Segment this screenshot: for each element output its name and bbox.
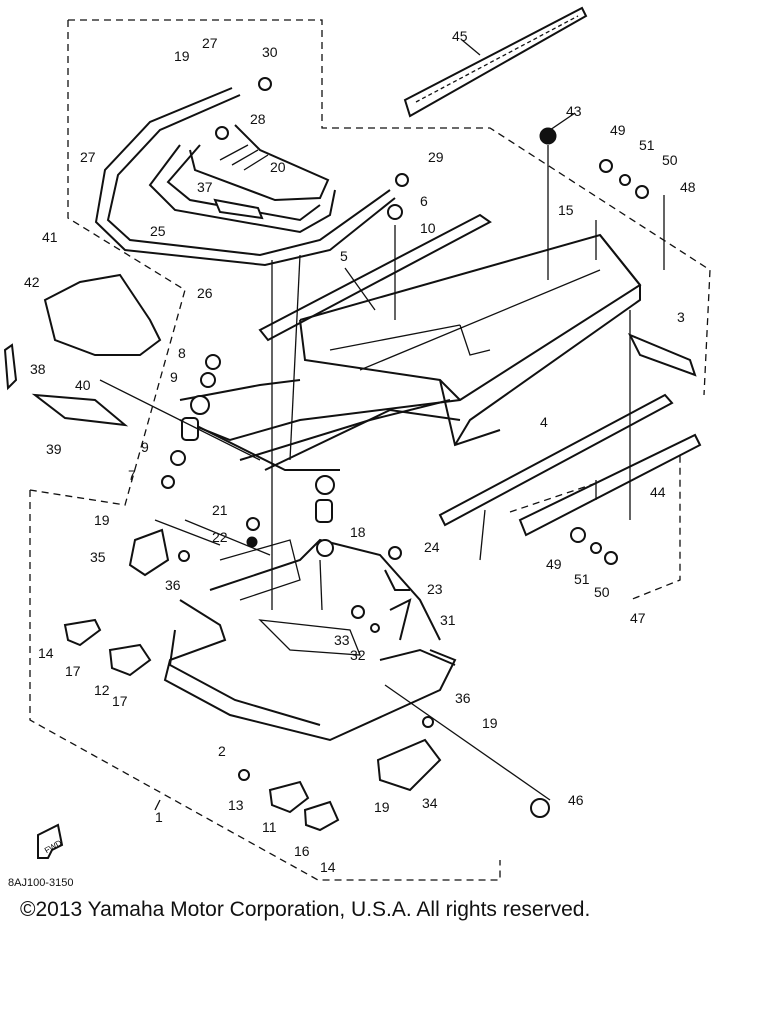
- label-27a: 27: [202, 35, 218, 51]
- label-19d: 19: [374, 799, 390, 815]
- label-41: 41: [42, 229, 58, 245]
- label-22: 22: [212, 529, 228, 545]
- bracket-34: [376, 738, 442, 792]
- part-23: [384, 569, 410, 591]
- label-23: 23: [427, 581, 443, 597]
- rail-5: [258, 213, 492, 342]
- label-17a: 17: [65, 663, 81, 679]
- label-14b: 14: [320, 859, 336, 875]
- label-29: 29: [428, 149, 444, 165]
- label-15: 15: [558, 202, 574, 218]
- part-labels: 45 19 27 30 28 43 49 51 50 48 27 20 29 6…: [24, 28, 696, 875]
- label-43: 43: [566, 103, 582, 119]
- bumper-26: [106, 94, 391, 257]
- label-36b: 36: [455, 690, 471, 706]
- boundary-upper-left-dashed: [29, 20, 186, 506]
- label-49b: 49: [546, 556, 562, 572]
- bracket-11: [268, 780, 310, 814]
- label-46: 46: [568, 792, 584, 808]
- label-13: 13: [228, 797, 244, 813]
- label-28: 28: [250, 111, 266, 127]
- label-8: 8: [178, 345, 186, 361]
- bracket-16: [303, 800, 340, 832]
- label-42: 42: [24, 274, 40, 290]
- label-18: 18: [350, 524, 366, 540]
- part-38: [3, 343, 18, 391]
- label-24: 24: [424, 539, 440, 555]
- label-50a: 50: [662, 152, 678, 168]
- label-19c: 19: [482, 715, 498, 731]
- label-25: 25: [150, 223, 166, 239]
- parts-diagram: FWD 45 19 27 30 28 43 49 51 50 48 27 20 …: [3, 6, 711, 889]
- label-11: 11: [262, 819, 277, 835]
- boundary-lower-dashed: [29, 490, 501, 881]
- label-34: 34: [422, 795, 438, 811]
- label-32: 32: [350, 647, 366, 663]
- label-14a: 14: [38, 645, 54, 661]
- label-3: 3: [677, 309, 685, 325]
- label-30: 30: [262, 44, 278, 60]
- part-37: [213, 198, 264, 220]
- label-48: 48: [680, 179, 696, 195]
- lower-frame-2: [163, 599, 457, 742]
- label-40: 40: [75, 377, 91, 393]
- label-10: 10: [420, 220, 436, 236]
- label-51a: 51: [639, 137, 655, 153]
- label-27b: 27: [80, 149, 96, 165]
- part-44-strip: [518, 433, 702, 537]
- label-51b: 51: [574, 571, 590, 587]
- label-7: 7: [128, 467, 136, 483]
- part-3: [627, 333, 697, 377]
- part-20-frame: [189, 124, 330, 202]
- label-9a: 9: [170, 369, 178, 385]
- label-45: 45: [452, 28, 468, 44]
- fwd-arrow-icon: FWD: [37, 823, 64, 859]
- label-20: 20: [270, 159, 286, 175]
- label-21: 21: [212, 502, 228, 518]
- leader-lines: [99, 39, 665, 811]
- label-50b: 50: [594, 584, 610, 600]
- label-38: 38: [30, 361, 46, 377]
- label-1: 1: [155, 809, 163, 825]
- label-35: 35: [90, 549, 106, 565]
- copyright-notice: ©2013 Yamaha Motor Corporation, U.S.A. A…: [20, 898, 591, 921]
- label-33: 33: [334, 632, 350, 648]
- label-12: 12: [94, 682, 110, 698]
- rail-4: [438, 393, 674, 527]
- label-6: 6: [420, 193, 428, 209]
- part-39: [31, 393, 129, 427]
- label-19a: 19: [174, 48, 190, 64]
- label-19b: 19: [94, 512, 110, 528]
- label-31: 31: [440, 612, 456, 628]
- boundary-upper-dashed: [68, 19, 711, 396]
- label-49a: 49: [610, 122, 626, 138]
- label-17b: 17: [112, 693, 128, 709]
- bumper-25: [148, 144, 336, 234]
- label-9b: 9: [141, 439, 149, 455]
- part-31: [389, 598, 412, 641]
- diagram-code: 8AJ100-3150: [8, 877, 73, 889]
- shield-40: [43, 273, 162, 356]
- label-16: 16: [294, 843, 310, 859]
- bracket-35: [128, 528, 170, 577]
- label-5: 5: [340, 248, 348, 264]
- label-26: 26: [197, 285, 213, 301]
- label-47: 47: [630, 610, 646, 626]
- part-45-strip: [403, 6, 588, 118]
- label-37: 37: [197, 179, 213, 195]
- label-36a: 36: [165, 577, 181, 593]
- label-2: 2: [218, 743, 226, 759]
- spindle-right: [315, 499, 333, 523]
- spindle-left: [181, 417, 199, 441]
- label-39: 39: [46, 441, 62, 457]
- bracket-12: [108, 643, 152, 677]
- label-4: 4: [540, 414, 548, 430]
- label-44: 44: [650, 484, 666, 500]
- bracket-17a: [63, 618, 102, 647]
